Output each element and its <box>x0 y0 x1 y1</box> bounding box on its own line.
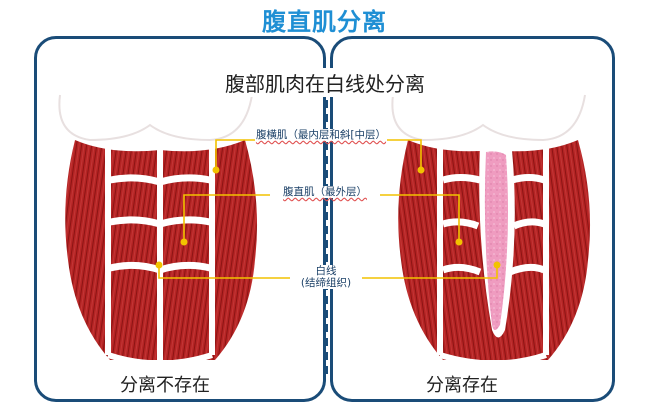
caption-separation: 分离存在 <box>426 375 498 396</box>
torso-right <box>391 94 591 367</box>
label-linea-alba-line2: (结缔组织) <box>300 277 352 289</box>
label-linea-alba-line1: 白线 <box>315 265 337 277</box>
pointer-dots <box>155 166 501 269</box>
torso-left <box>58 94 258 367</box>
caption-no-separation: 分离不存在 <box>120 375 210 396</box>
diagram-subtitle: 腹部肌肉在白线处分离 <box>190 68 460 97</box>
label-transverse-abdominis: 腹横肌（最内层和斜[中层） <box>255 129 387 141</box>
pointer-lines <box>158 139 498 279</box>
diagram-title: 腹直肌分离 <box>262 8 387 36</box>
label-linea-alba: 白线 (结缔组织) <box>290 265 362 289</box>
label-rectus-abdominis: 腹直肌（最外层） <box>270 186 380 198</box>
linea-alba-separation <box>484 151 508 330</box>
